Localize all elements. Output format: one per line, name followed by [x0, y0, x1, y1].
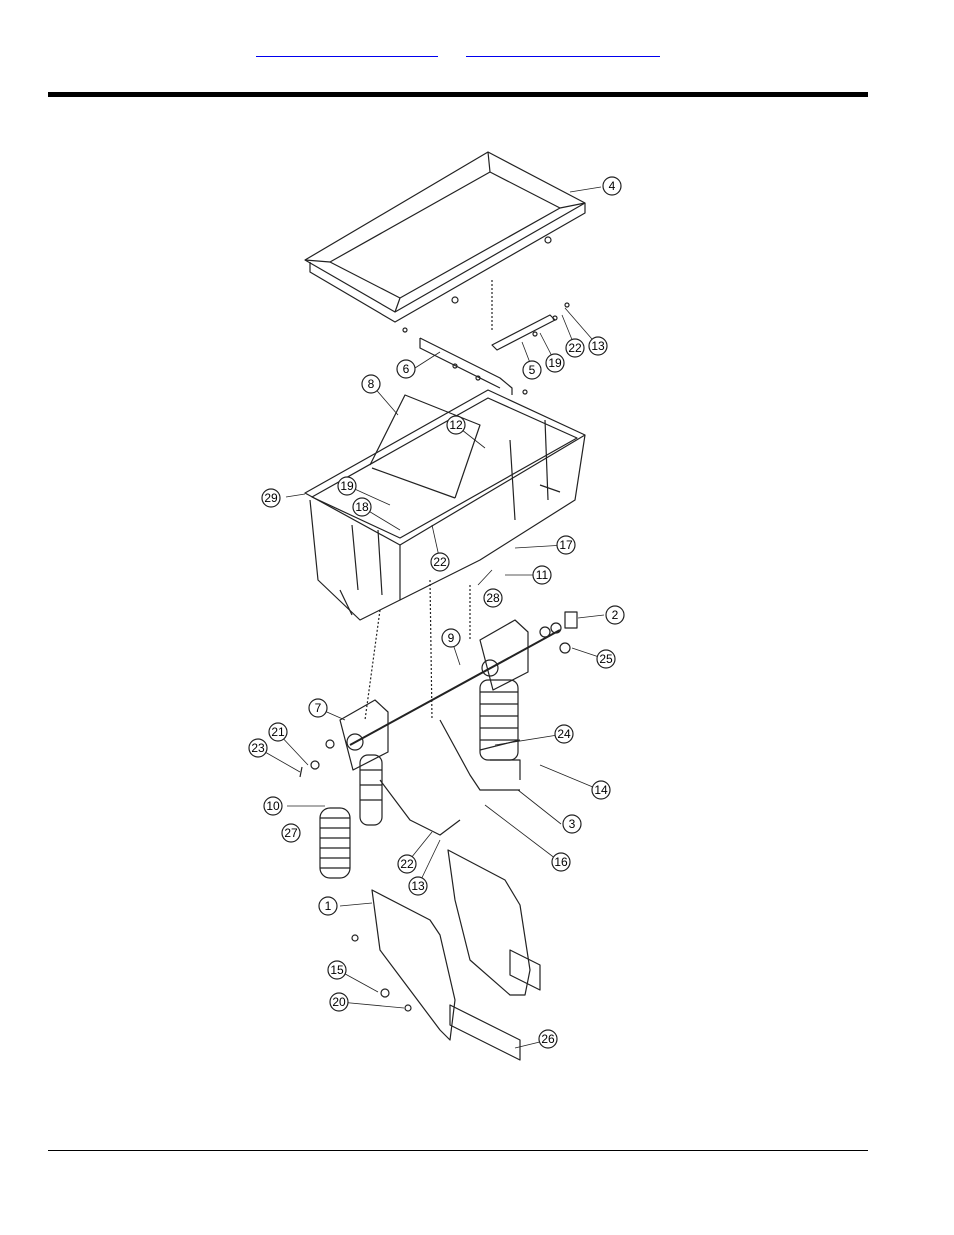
callout-11: 11 [532, 565, 552, 585]
callout-label: 19 [548, 356, 562, 370]
header-link-1[interactable] [256, 38, 438, 57]
callout-14: 14 [591, 780, 611, 800]
side-plates [351, 849, 541, 1061]
callout-label: 9 [448, 631, 455, 645]
callout-label: 16 [554, 855, 568, 869]
callout-26: 26 [538, 1029, 558, 1049]
callout-13: 13 [588, 336, 608, 356]
callout-label: 8 [368, 377, 375, 391]
callout-label: 1 [325, 899, 332, 913]
callout-label: 25 [599, 652, 613, 666]
callout-24: 24 [554, 724, 574, 744]
callout-label: 29 [264, 491, 278, 505]
support-arms [379, 719, 521, 836]
callout-23: 23 [248, 738, 268, 758]
callout-7: 7 [308, 698, 328, 718]
callout-label: 15 [330, 963, 344, 977]
callout-22: 22 [397, 854, 417, 874]
callout-19: 19 [337, 476, 357, 496]
callout-5: 5 [522, 360, 542, 380]
callout-1: 1 [318, 896, 338, 916]
callout-label: 23 [251, 741, 265, 755]
callout-leaders [257, 186, 606, 1049]
callout-label: 24 [557, 727, 571, 741]
callout-label: 22 [433, 555, 447, 569]
callout-label: 19 [340, 479, 354, 493]
callout-label: 6 [403, 362, 410, 376]
callout-10: 10 [263, 796, 283, 816]
seed-hopper [304, 389, 586, 621]
callout-label: 12 [449, 418, 463, 432]
callout-3: 3 [562, 814, 582, 834]
callout-label: 2 [612, 608, 619, 622]
callout-label: 17 [559, 538, 573, 552]
callout-label: 14 [594, 783, 608, 797]
callout-19: 19 [545, 353, 565, 373]
callout-16: 16 [551, 852, 571, 872]
callout-29: 29 [261, 488, 281, 508]
callout-28: 28 [483, 588, 503, 608]
callout-label: 10 [266, 799, 280, 813]
callout-label: 4 [609, 179, 616, 193]
callout-27: 27 [281, 823, 301, 843]
callout-label: 22 [568, 341, 582, 355]
drive-shaft-assembly [299, 579, 578, 778]
callout-6: 6 [396, 359, 416, 379]
footer-rule [48, 1150, 868, 1151]
seed-tubes [319, 679, 519, 879]
callout-25: 25 [596, 649, 616, 669]
callout-20: 20 [329, 992, 349, 1012]
callout-22: 22 [565, 338, 585, 358]
header-rule [48, 92, 868, 97]
callout-9: 9 [441, 628, 461, 648]
callout-15: 15 [327, 960, 347, 980]
callout-label: 27 [284, 826, 298, 840]
hopper-lid [304, 151, 586, 323]
callout-label: 11 [536, 568, 549, 582]
callout-label: 13 [591, 339, 605, 353]
callout-13: 13 [408, 876, 428, 896]
callout-label: 22 [400, 857, 414, 871]
callout-4: 4 [602, 176, 622, 196]
callout-label: 26 [541, 1032, 555, 1046]
callout-17: 17 [556, 535, 576, 555]
callout-label: 7 [315, 701, 322, 715]
callout-label: 18 [355, 500, 369, 514]
callout-label: 13 [411, 879, 425, 893]
callout-8: 8 [361, 374, 381, 394]
callout-18: 18 [352, 497, 372, 517]
callout-label: 3 [569, 817, 576, 831]
callout-2: 2 [605, 605, 625, 625]
callout-12: 12 [446, 415, 466, 435]
callout-22: 22 [430, 552, 450, 572]
lid-brackets [402, 280, 570, 395]
callout-label: 28 [486, 591, 500, 605]
callout-21: 21 [268, 722, 288, 742]
callout-label: 20 [332, 995, 346, 1009]
callout-label: 21 [271, 725, 285, 739]
header-link-2[interactable] [466, 38, 660, 57]
callout-label: 5 [529, 363, 536, 377]
